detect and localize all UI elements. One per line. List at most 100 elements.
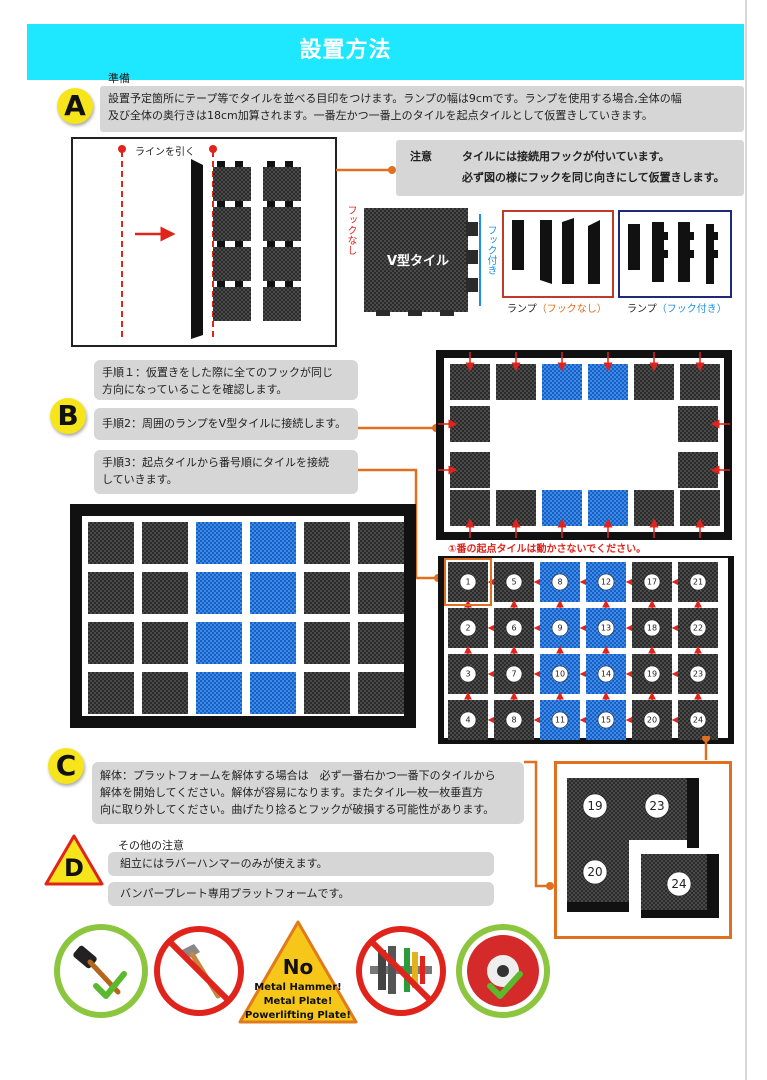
assembled-tile: [196, 522, 242, 564]
section-a-text-line2: 及び全体の奥行きは18cm加算されます。一番左かつ一番上のタイルを起点タイルとし…: [108, 109, 653, 122]
tile-number-circle: [505, 711, 523, 729]
section-d-badge-icon: D: [44, 834, 104, 886]
tile-number: 6: [511, 624, 516, 633]
no-powerlifting-plate: Powerlifting Plate!: [245, 1010, 351, 1021]
caution-line1: タイルには接続用フックが付いています。: [462, 150, 670, 163]
bumper-plate-ok-icon: [456, 924, 550, 1018]
assembled-tile: [142, 572, 188, 614]
caution-title: 注意: [410, 150, 432, 163]
caution-line2: 必ず図の様にフックを同じ向きにして仮置きします。: [462, 171, 725, 184]
d-note-1: 組立にはラバーハンマーのみが使えます。: [108, 852, 494, 876]
tile-hook: [285, 281, 293, 287]
no-hook-label: フックなし: [345, 205, 356, 255]
assembled-tile: [196, 622, 242, 664]
step1-line2: 方向になっていることを確認します。: [102, 383, 288, 396]
v-tile-label: V型タイル: [386, 254, 450, 269]
tile-number-circle: [459, 711, 477, 729]
tile-number: 7: [511, 670, 516, 679]
tile-number-circle: [689, 573, 707, 591]
section-c-line3: 向に取り外してください。曲げたり捻るとフックが破損する可能性があります。: [100, 803, 495, 816]
tile-number: 8: [511, 716, 516, 725]
layout-tile: [263, 167, 301, 201]
assembled-tile: [304, 622, 350, 664]
section-b-badge: B: [50, 398, 86, 434]
ramp-with-hook-diagram: [618, 210, 732, 298]
tile-hook: [267, 201, 275, 207]
layout-tile: [263, 207, 301, 241]
metal-hammer-no-icon: [154, 926, 244, 1016]
section-a-label: 準備: [108, 72, 130, 85]
assembled-grid-diagram: [70, 504, 416, 728]
tile-number: 18: [647, 624, 657, 633]
tile-number-circle: [505, 619, 523, 637]
ramp-with-hook-caption: ランプ（フック付き）: [627, 300, 727, 315]
tile-number-circle: [551, 665, 569, 683]
layout-tile: [213, 207, 251, 241]
tile-number: 22: [693, 624, 703, 633]
tile-number-circle: [459, 573, 477, 591]
caution-box: 注意 タイルには接続用フックが付いています。 必ず図の様にフックを同じ向きにして仮…: [396, 140, 744, 196]
assembled-tile: [304, 522, 350, 564]
zoom-detail-diagram: 19 23 20 24: [567, 778, 719, 918]
tile-number-circle: [643, 619, 661, 637]
warning-triangle-icon: No Metal Hammer! Metal Plate! Powerlifti…: [238, 920, 358, 1024]
tile-number: 1: [465, 578, 470, 587]
with-hook-label: フック付き: [485, 225, 496, 275]
section-c-line2: 解体を開始してください。解体が容易になります。またタイル一枚一枚垂直方: [100, 786, 484, 799]
page-border: [745, 0, 747, 1080]
layout-tile: [213, 167, 251, 201]
tile-number-circle: [689, 711, 707, 729]
assembled-tile: [250, 622, 296, 664]
zoom-number-20: 20: [587, 865, 602, 879]
no-sign-word: No: [283, 955, 313, 979]
layout-tile: [213, 287, 251, 321]
metal-plate-no-icon: [356, 926, 446, 1016]
tile-number-circle: [597, 665, 615, 683]
step3-line2: していきます。: [102, 473, 178, 486]
draw-line-label: ラインを引く: [135, 147, 195, 158]
assembled-tile: [196, 672, 242, 714]
tile-hook: [267, 161, 275, 167]
tile-number-circle: [459, 619, 477, 637]
tile-hook: [235, 281, 243, 287]
tile-number: 21: [693, 578, 703, 587]
layout-guide-panel: ラインを引く: [71, 137, 337, 347]
step1-line1: 手順１：仮置きをした際に全てのフックが同じ: [102, 366, 333, 379]
tile-number: 4: [465, 716, 470, 725]
tile-number-circle: [597, 573, 615, 591]
ramp-no-hook-diagram: [502, 210, 614, 298]
tile-number-circle: [551, 619, 569, 637]
zoom-connector: [524, 736, 710, 890]
perimeter-floor: [444, 358, 724, 532]
tile-number-circle: [505, 573, 523, 591]
tile-hook: [217, 281, 225, 287]
assembled-tile: [304, 672, 350, 714]
tile-hook: [217, 201, 225, 207]
tile-number-circle: [459, 665, 477, 683]
rubber-mallet-ok-icon: [54, 924, 148, 1018]
tile-number-circle: [643, 711, 661, 729]
assembled-tile: [250, 522, 296, 564]
assembled-tile: [142, 622, 188, 664]
zoom-number-23: 23: [649, 799, 664, 813]
ramp-no-hook-caption: ランプ（フックなし）: [507, 300, 607, 315]
step2-box: 手順2：周囲のランプをV型タイルに接続します。: [94, 408, 358, 440]
page-title: 設置方法: [299, 38, 392, 63]
tile-number: 17: [647, 578, 657, 587]
assembled-tile: [88, 572, 134, 614]
assembled-tile: [142, 522, 188, 564]
section-a-badge: A: [57, 88, 93, 124]
tile-number-circle: [689, 665, 707, 683]
tile-number: 8: [557, 578, 562, 587]
assembled-tile: [304, 572, 350, 614]
grid-floor: [82, 516, 404, 716]
tile-number-circle: [643, 573, 661, 591]
tile-number: 20: [647, 716, 657, 725]
tile-hook: [235, 241, 243, 247]
caution-connector: [336, 166, 396, 174]
section-d-badge: D: [64, 854, 84, 882]
tile-number: 19: [647, 670, 657, 679]
tile-hook: [267, 241, 275, 247]
